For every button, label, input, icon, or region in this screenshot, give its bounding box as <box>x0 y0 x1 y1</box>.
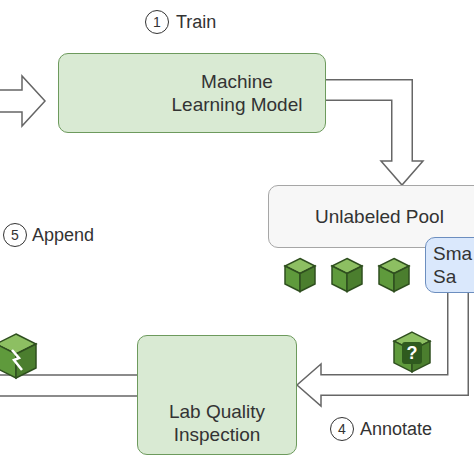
cube-side <box>332 266 347 292</box>
sample-cube <box>332 259 362 292</box>
arrow-head <box>297 364 321 406</box>
cube-side <box>16 344 36 378</box>
arrow-head <box>381 161 423 185</box>
append-arrow <box>0 375 137 396</box>
arrow-shaft <box>0 375 137 396</box>
sample-cube <box>0 334 36 378</box>
hollow-arrow <box>0 76 45 126</box>
hollow-arrow-connector <box>326 90 423 185</box>
cube-side <box>379 266 394 292</box>
box-label: Sma Sa <box>433 242 474 288</box>
incoming-arrow <box>0 76 45 126</box>
arrow-shaft-fill <box>326 90 402 163</box>
step-label: Train <box>176 11 216 33</box>
cube-side <box>285 266 300 292</box>
sample-cube <box>394 332 430 372</box>
process-box: Machine Learning Model <box>58 53 326 133</box>
cube-side <box>394 266 409 292</box>
box-label: Lab Quality Inspection <box>147 400 287 446</box>
sample-cube <box>379 259 409 292</box>
arrow-shaft-outline <box>321 293 458 385</box>
hollow-arrow-connector <box>297 293 458 406</box>
crack-mark <box>12 350 22 370</box>
cube-side <box>300 266 315 292</box>
box-label: Unlabeled Pool <box>315 205 444 228</box>
sampling-box: Sma Sa <box>425 237 474 293</box>
arrow-shaft-outline <box>326 90 402 161</box>
step-number: 1 <box>145 10 169 34</box>
step-number: 5 <box>3 223 27 247</box>
step-label: Annotate <box>360 418 432 440</box>
step-label: Append <box>32 224 94 246</box>
sample-cube <box>285 259 315 292</box>
step-number: 4 <box>330 417 354 441</box>
arrow-shaft-fill <box>319 293 458 385</box>
box-label: Machine Learning Model <box>162 70 312 116</box>
process-box: Lab Quality Inspection <box>137 335 297 455</box>
unknown-mark: ? <box>402 342 422 364</box>
cube-side <box>347 266 362 292</box>
